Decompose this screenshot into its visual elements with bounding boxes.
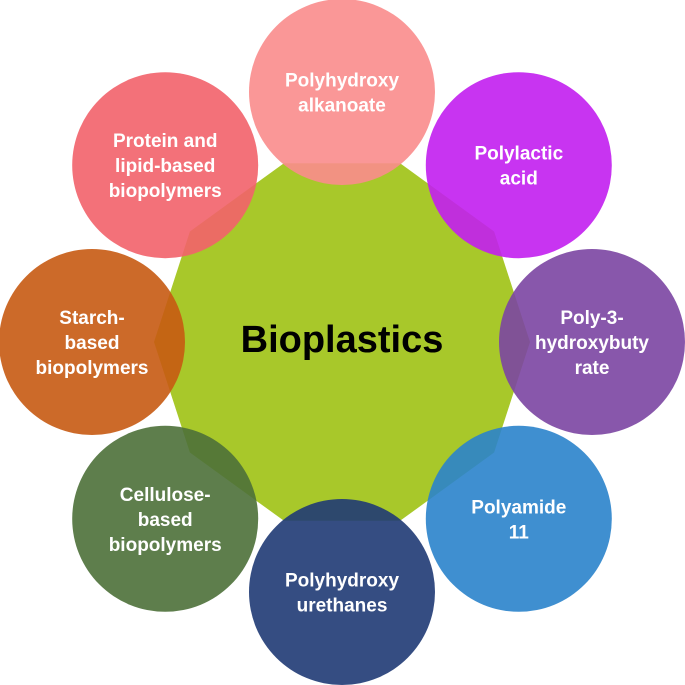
node-label-line: hydroxybuty xyxy=(535,333,649,354)
node-poly-3-hydroxybutyrate: Poly-3- hydroxybuty rate xyxy=(499,249,685,435)
node-label-line: Polyhydroxy xyxy=(285,71,399,92)
node-label-line: lipid-based xyxy=(115,156,215,177)
node-circle xyxy=(249,499,435,685)
node-circle xyxy=(425,425,612,612)
node-circle xyxy=(72,72,259,259)
node-label: Starch-based biopolymers xyxy=(36,308,149,379)
node-label-line: urethanes xyxy=(297,596,388,617)
node-label: Polyhydroxy urethanes xyxy=(285,571,399,617)
node-starch-based-biopolymers: Starch-based biopolymers xyxy=(0,249,185,435)
node-label-line: biopolymers xyxy=(36,358,149,379)
node-label-line: Protein and xyxy=(113,131,218,152)
node-protein-lipid-based-biopolymers: Protein and lipid-based biopolymers xyxy=(72,72,259,259)
node-label-line: Polyhydroxy xyxy=(285,571,399,592)
node-label-line: based xyxy=(138,510,193,531)
node-label-line: Starch- xyxy=(59,308,124,329)
node-circle xyxy=(425,72,612,259)
node-circle xyxy=(72,425,259,612)
node-label-line: Cellulose- xyxy=(120,485,211,506)
node-label-line: Polyamide xyxy=(471,497,566,518)
node-label-line: Poly-3- xyxy=(560,308,623,329)
node-label-line: alkanoate xyxy=(298,96,386,117)
center-decagon xyxy=(154,163,530,521)
node-label: Poly-3- hydroxybuty rate xyxy=(535,308,649,379)
node-label: Polylactic acid xyxy=(474,144,563,190)
node-label-line: rate xyxy=(575,358,610,379)
node-polylactic-acid: Polylactic acid xyxy=(425,72,612,259)
node-label-line: based xyxy=(65,333,120,354)
node-label-line: biopolymers xyxy=(109,535,222,556)
node-label: Protein and lipid-based biopolymers xyxy=(109,131,222,202)
node-label: Polyamide 11 xyxy=(471,497,566,543)
node-label-line: acid xyxy=(500,169,538,190)
node-polyhydroxy-urethanes: Polyhydroxy urethanes xyxy=(249,499,435,685)
node-circle xyxy=(0,249,185,435)
node-label: Polyhydroxy alkanoate xyxy=(285,71,399,117)
node-circle xyxy=(249,0,435,185)
node-cellulose-based-biopolymers: Cellulose-based biopolymers xyxy=(72,425,259,612)
node-circle xyxy=(499,249,685,435)
node-label-line: Polylactic xyxy=(474,144,563,165)
node-polyhydroxy-alkanoate: Polyhydroxy alkanoate xyxy=(249,0,435,185)
center-label: Bioplastics xyxy=(241,319,444,361)
node-label-line: 11 xyxy=(509,522,530,543)
node-label-line: biopolymers xyxy=(109,181,222,202)
node-label: Cellulose-based biopolymers xyxy=(109,485,222,556)
node-polyamide-11: Polyamide 11 xyxy=(425,425,612,612)
